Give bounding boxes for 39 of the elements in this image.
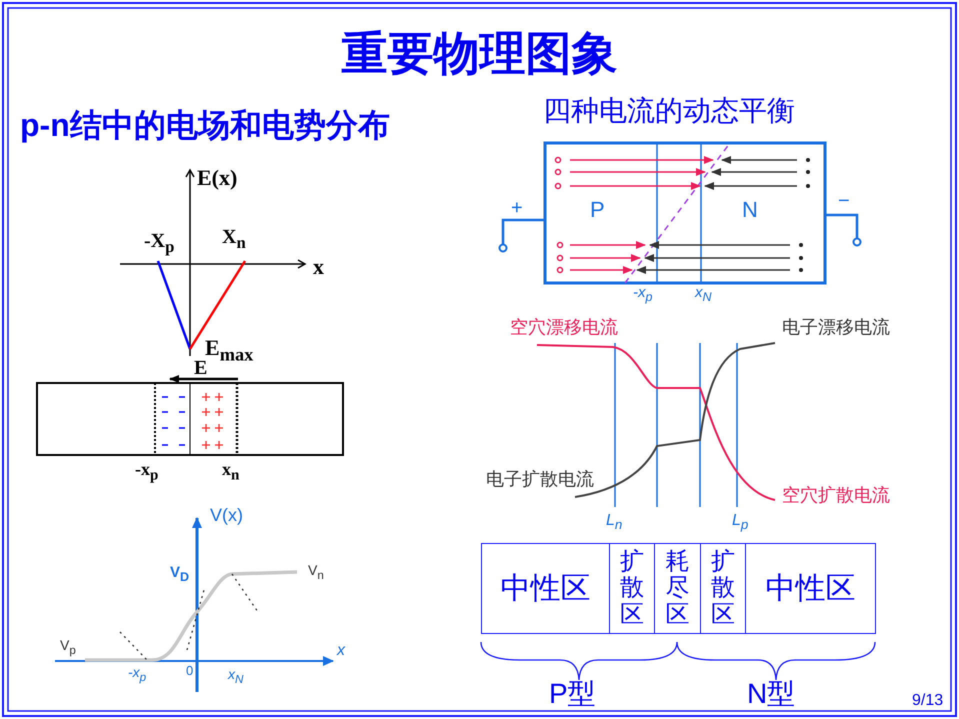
axis-label: x: [337, 642, 345, 660]
title: 重要物理图象: [340, 28, 618, 79]
terminal-label: +: [511, 197, 523, 219]
position-label: x$_{n}$: [222, 460, 240, 484]
position-label: L$_{n}$: [606, 512, 622, 533]
axis-label: V(x): [210, 506, 243, 526]
brace-label: N型: [747, 679, 796, 710]
axis-label: E(x): [197, 166, 238, 190]
curve-label: V$_{n}$: [308, 563, 324, 583]
position-label: L$_{p}$: [732, 512, 748, 533]
region-label: P: [590, 198, 605, 222]
position-label: -x$_{p}$: [633, 285, 652, 305]
region-cell: 耗尽区: [654, 543, 701, 634]
region-cell: 扩散区: [700, 543, 746, 634]
curve-label: 空穴漂移电流: [510, 318, 618, 338]
axis-label: 0: [186, 664, 194, 678]
position-label: x$_{N}$: [695, 285, 712, 305]
axis-label: V$_{D}$: [170, 565, 190, 585]
curve-label: V$_{p}$: [60, 638, 76, 658]
page-number: 9/13: [912, 692, 944, 710]
curve-label: 电子漂移电流: [782, 318, 890, 338]
position-label: -x$_{p}$: [135, 460, 158, 484]
region-cell: 中性区: [481, 543, 610, 634]
field-label: E: [194, 357, 208, 379]
axis-label: -X$_{p}$: [144, 230, 174, 256]
section-heading: 四种电流的动态平衡: [543, 96, 795, 127]
axis-label: x: [313, 255, 324, 280]
axis-label: -x$_{p}$: [128, 665, 146, 685]
axis-label: x$_{N}$: [228, 667, 244, 687]
region-cell: 中性区: [745, 543, 876, 634]
section-heading: p-n结中的电场和电势分布: [20, 108, 390, 144]
region-label: N: [742, 198, 758, 222]
brace-label: P型: [549, 679, 596, 710]
axis-label: X$_{n}$: [222, 226, 246, 252]
axis-label: E$_{max}$: [205, 336, 254, 364]
curve-label: 电子扩散电流: [486, 470, 594, 490]
curve-label: 空穴扩散电流: [782, 486, 890, 506]
terminal-label: −: [838, 190, 850, 212]
region-cell: 扩散区: [609, 543, 655, 634]
